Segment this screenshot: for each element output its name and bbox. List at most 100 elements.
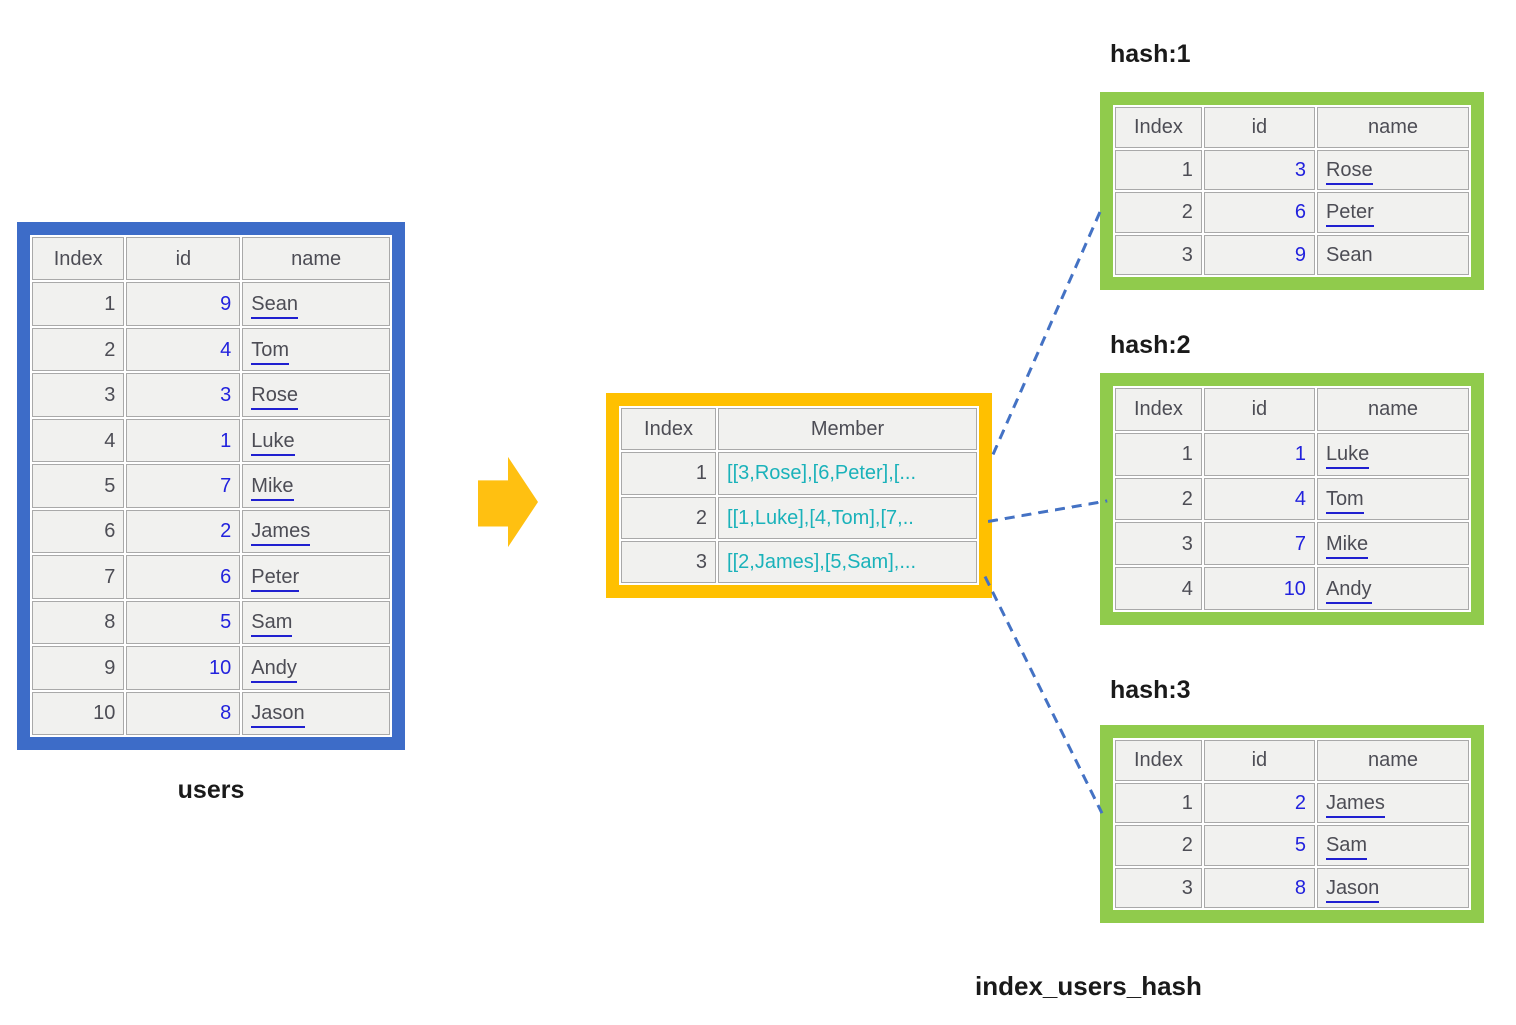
connector-line-hash1 [991,210,1102,456]
cell-name: Jason [242,691,390,735]
name-link: Andy [1325,577,1372,604]
right-arrow-icon [478,456,538,548]
cell-index: 6 [32,509,125,554]
cell-index: 4 [1115,567,1202,610]
column-header-id: id [1203,388,1315,431]
table-row: 1[[3,Rose],[6,Peter],[... [621,452,977,495]
name-link: Rose [251,384,298,411]
name-link: Rose [1325,158,1373,185]
cell-index: 2 [32,327,125,372]
cell-index: 7 [32,555,125,599]
table-row: 2[[1,Luke],[4,Tom],[7,.. [621,496,977,539]
cell-index: 5 [32,464,125,508]
cell-index: 1 [1115,149,1202,190]
cell-member: [[1,Luke],[4,Tom],[7,.. [718,496,977,539]
cell-index: 2 [621,496,717,539]
cell-name: Luke [1316,432,1469,476]
name-link: Peter [1325,201,1374,228]
cell-id: 8 [1203,867,1315,908]
name-link: Andy [251,656,297,683]
cell-index: 3 [1115,867,1202,908]
column-header-index: Index [1115,107,1202,148]
index-users-hash-label: index_users_hash [975,971,1202,1001]
cell-name: Sean [1316,234,1469,275]
cell-index: 4 [32,418,125,463]
cell-name: Sam [1316,825,1469,866]
name-link: Jason [1325,876,1380,903]
cell-name: Mike [242,464,390,508]
name-link: Tom [251,338,290,365]
cell-name: Sean [242,282,390,326]
name-link: Sam [251,611,293,638]
cell-name: Peter [242,555,390,599]
cell-id: 4 [126,327,241,372]
cell-name: Rose [1316,149,1469,190]
cell-name: Tom [1316,477,1469,521]
cell-name: Jason [1316,867,1469,908]
cell-index: 1 [32,282,125,326]
cell-id: 3 [1203,149,1315,190]
cell-name: Sam [242,600,390,645]
cell-id: 5 [126,600,241,645]
cell-index: 9 [32,646,125,690]
column-header-index: Index [1115,740,1202,781]
cell-member: [[3,Rose],[6,Peter],[... [718,452,977,495]
column-header-name: name [1316,107,1469,148]
table-row: 3[[2,James],[5,Sam],... [621,540,977,583]
name-link: Sean [1325,243,1373,266]
cell-index: 3 [1115,522,1202,566]
cell-name: Andy [1316,567,1469,610]
name-link: Luke [251,429,295,456]
column-header-id: id [1203,740,1315,781]
column-header-member: Member [718,408,977,451]
cell-id: 1 [1203,432,1315,476]
cell-id: 4 [1203,477,1315,521]
cell-id: 6 [1203,192,1315,233]
name-link: Mike [1325,532,1369,559]
cell-index: 1 [1115,432,1202,476]
hash3-label: hash:3 [1110,676,1191,704]
name-link: Luke [1325,443,1370,470]
users-table-label: users [177,776,245,804]
cell-id: 9 [126,282,241,326]
cell-index: 1 [621,452,717,495]
cell-id: 5 [1203,825,1315,866]
cell-id: 7 [126,464,241,508]
name-link: Peter [251,565,300,592]
column-header-index: Index [621,408,717,451]
cell-id: 2 [126,509,241,554]
cell-name: Mike [1316,522,1469,566]
name-link: James [251,520,311,547]
connector-line-hash2 [987,499,1108,523]
name-link: Sam [1325,834,1368,861]
cell-name: James [242,509,390,554]
cell-name: Tom [242,327,390,372]
cell-index: 3 [1115,234,1202,275]
name-link: Tom [1325,487,1364,514]
name-link: Mike [251,474,294,501]
hash2-label: hash:2 [1110,331,1191,359]
cell-name: Rose [242,373,390,417]
